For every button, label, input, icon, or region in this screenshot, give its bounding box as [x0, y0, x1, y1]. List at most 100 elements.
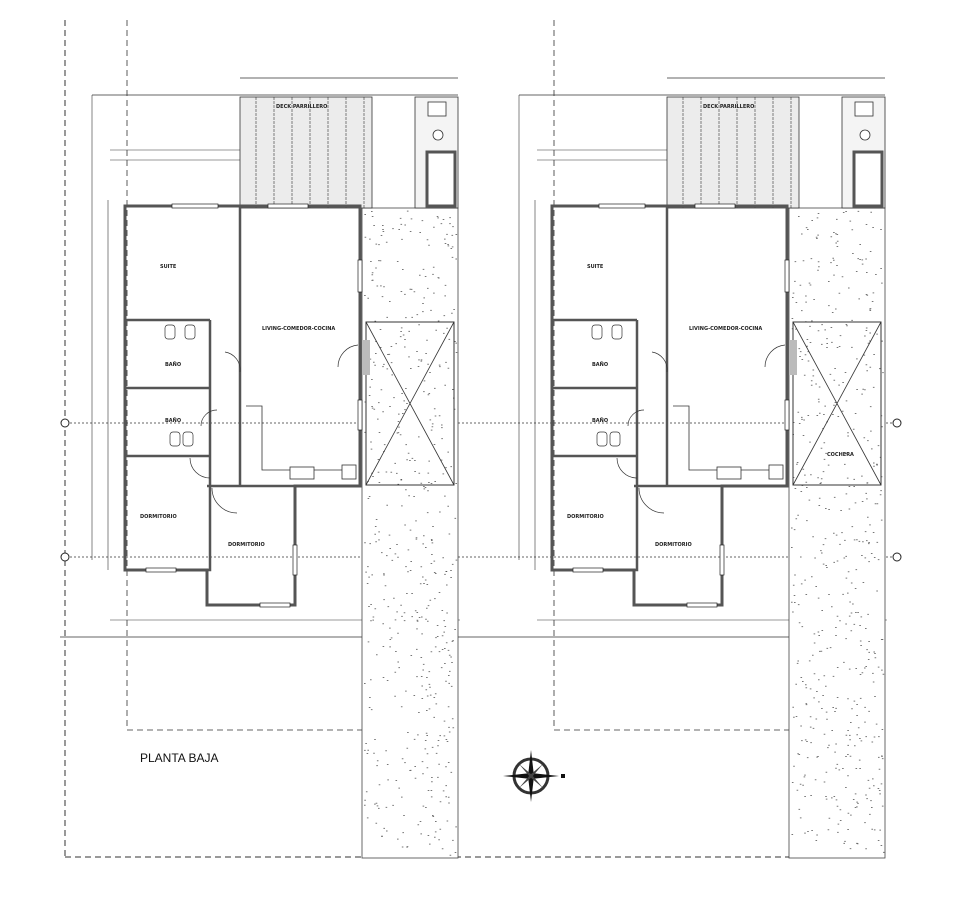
paving-texture-dot	[867, 613, 869, 615]
paving-texture-dot	[417, 824, 420, 826]
paving-texture-dot	[877, 666, 880, 668]
paving-texture-dot	[816, 756, 818, 758]
paving-texture-dot	[445, 467, 447, 469]
paving-texture-dot	[870, 211, 872, 213]
paving-texture-dot	[850, 722, 852, 723]
paving-texture-dot	[376, 765, 378, 767]
paving-texture-dot	[802, 784, 804, 786]
paving-texture-dot	[420, 359, 423, 361]
paving-texture-dot	[880, 268, 882, 269]
paving-texture-dot	[876, 503, 879, 505]
paving-texture-dot	[837, 823, 840, 825]
paving-texture-dot	[861, 475, 863, 477]
paving-texture-dot	[818, 386, 821, 388]
paving-texture-dot	[794, 488, 797, 489]
paving-texture-dot	[425, 618, 427, 620]
paving-texture-dot	[865, 224, 868, 225]
room-label-suite: SUITE	[587, 264, 604, 270]
paving-texture-dot	[441, 610, 444, 611]
paving-texture-dot	[793, 529, 796, 531]
paving-texture-dot	[385, 750, 387, 752]
room-label-living: LIVING-COMEDOR-COCINA	[689, 326, 762, 332]
paving-texture-dot	[857, 612, 859, 613]
paving-texture-dot	[423, 486, 425, 487]
door-swing	[337, 344, 359, 368]
paving-texture-dot	[419, 583, 422, 585]
paving-texture-dot	[419, 274, 421, 276]
paving-texture-dot	[865, 736, 867, 738]
paving-texture-dot	[851, 229, 854, 231]
paving-texture-dot	[385, 471, 388, 473]
paving-texture-dot	[821, 708, 823, 709]
paving-texture-dot	[868, 651, 870, 653]
paving-texture-dot	[376, 285, 379, 287]
paving-texture-dot	[870, 800, 872, 802]
paving-texture-dot	[418, 436, 420, 438]
paving-texture-dot	[401, 615, 403, 617]
paving-texture-dot	[831, 730, 833, 731]
paving-texture-dot	[866, 370, 868, 372]
kitchen-sink-icon	[716, 466, 742, 480]
paving-texture-dot	[805, 481, 808, 483]
paving-texture-dot	[845, 638, 847, 640]
paving-texture-dot	[809, 726, 812, 728]
paving-texture-dot	[845, 211, 847, 212]
paving-texture-dot	[872, 292, 875, 294]
paving-texture-dot	[808, 660, 811, 662]
paving-texture-dot	[389, 639, 392, 640]
paving-texture-dot	[847, 730, 849, 731]
window	[357, 399, 363, 431]
paving-texture-dot	[826, 647, 829, 649]
paving-texture-dot	[847, 571, 850, 573]
paving-texture-dot	[385, 241, 388, 243]
paving-texture-dot	[409, 770, 411, 771]
paving-texture-dot	[845, 400, 848, 402]
paving-texture-dot	[810, 384, 813, 386]
paving-texture-dot	[422, 303, 424, 304]
paving-texture-dot	[861, 393, 863, 395]
paving-texture-dot	[420, 566, 423, 568]
paving-texture-dot	[803, 776, 806, 778]
paving-texture-dot	[810, 380, 813, 382]
paving-texture-dot	[434, 415, 437, 417]
paving-texture-dot	[386, 504, 388, 506]
paving-texture-dot	[438, 839, 440, 841]
paving-texture-dot	[864, 557, 867, 559]
paving-texture-dot	[395, 780, 398, 781]
paving-texture-dot	[856, 806, 858, 808]
paving-texture-dot	[844, 539, 846, 541]
paving-texture-dot	[376, 760, 379, 762]
paving-texture-dot	[795, 518, 798, 520]
paving-texture-dot	[405, 690, 407, 692]
paving-texture-dot	[823, 442, 826, 444]
paving-texture-dot	[862, 582, 865, 583]
paving-texture-dot	[815, 718, 818, 720]
paving-texture-dot	[377, 418, 379, 420]
grid-axis-marker	[892, 552, 902, 562]
paving-texture-dot	[821, 552, 823, 554]
paving-texture-dot	[828, 509, 830, 510]
paving-texture-dot	[854, 502, 857, 504]
paving-texture-dot	[391, 559, 394, 561]
paving-texture-dot	[416, 351, 418, 352]
paving-texture-dot	[382, 677, 385, 678]
paving-texture-dot	[441, 649, 444, 650]
paving-texture-dot	[443, 315, 446, 317]
paving-texture-dot	[873, 651, 875, 653]
room-label-bedroom: DORMITORIO	[140, 514, 177, 520]
paving-texture-dot	[446, 612, 448, 614]
paving-texture-dot	[406, 210, 409, 212]
drawing-title: PLANTA BAJA	[140, 751, 218, 765]
paving-texture-dot	[416, 314, 419, 316]
paving-texture-dot	[824, 538, 827, 540]
paving-texture-dot	[374, 526, 377, 527]
paving-texture-dot	[432, 273, 434, 275]
paving-texture-dot	[855, 569, 858, 571]
paving-texture-dot	[825, 798, 828, 800]
paving-texture-dot	[825, 771, 828, 773]
paving-texture-dot	[368, 606, 370, 607]
paving-texture-dot	[427, 835, 430, 836]
paving-texture-dot	[411, 616, 413, 618]
paving-texture-dot	[818, 679, 820, 681]
window	[694, 203, 736, 209]
